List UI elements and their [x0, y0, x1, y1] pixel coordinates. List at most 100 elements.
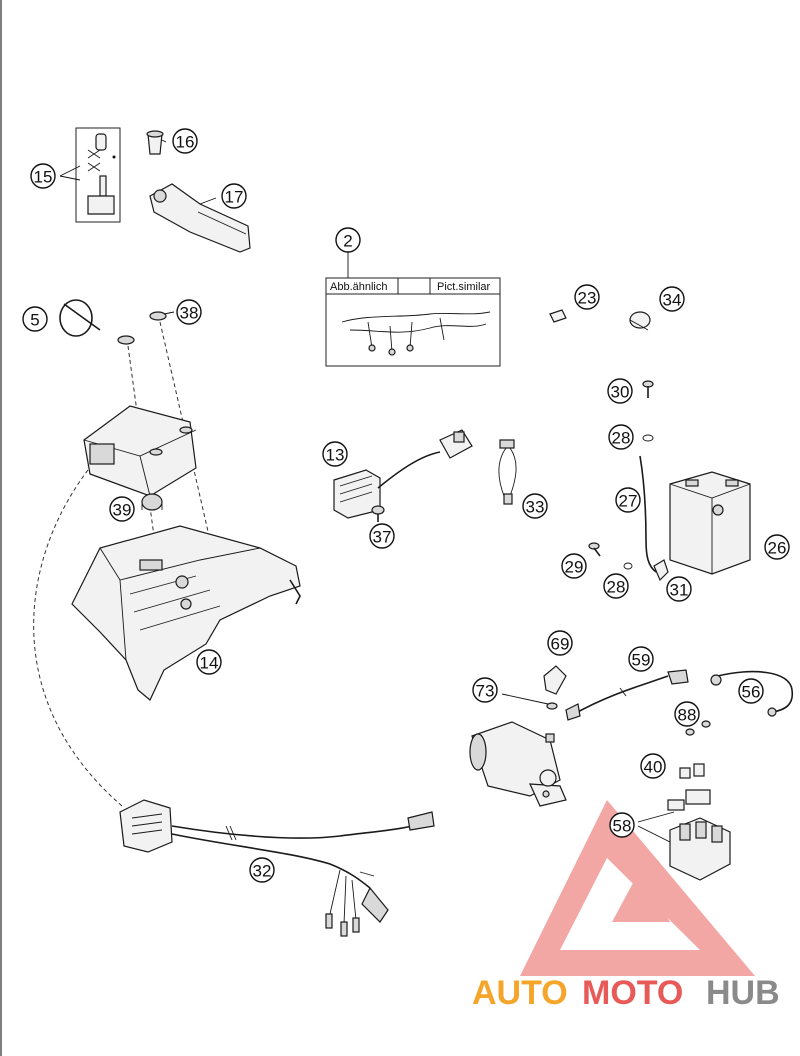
- svg-text:34: 34: [663, 291, 682, 310]
- callout-58[interactable]: 58: [609, 812, 635, 838]
- callout-56[interactable]: 56: [738, 678, 764, 704]
- svg-text:33: 33: [526, 498, 545, 517]
- part-88-screws: [685, 720, 711, 736]
- part-37-screw: [371, 505, 385, 522]
- svg-text:27: 27: [619, 492, 638, 511]
- part-15-dot: [112, 155, 116, 159]
- callout-37[interactable]: 37: [369, 523, 395, 549]
- part-28-washer-top: [642, 434, 654, 442]
- part-14-electrics-bracket: [71, 525, 301, 701]
- svg-text:73: 73: [476, 682, 495, 701]
- harness-label-english: Pict.similar: [437, 281, 491, 293]
- svg-text:30: 30: [611, 383, 630, 402]
- svg-text:16: 16: [176, 133, 195, 152]
- watermark-logo: [520, 800, 755, 976]
- part-73-nut: [501, 693, 558, 710]
- part-33-fuse-holder: [498, 439, 517, 505]
- svg-text:59: 59: [632, 651, 651, 670]
- callout-17[interactable]: 17: [221, 183, 247, 209]
- part-40-fuses: [667, 763, 711, 811]
- watermark-word-hub: HUB: [706, 974, 780, 1012]
- part-56-ground-cable: [710, 670, 794, 717]
- callout-leaders: [59, 139, 217, 315]
- watermark-text: AUTO MOTO HUB: [472, 974, 780, 1012]
- callout-69[interactable]: 69: [547, 630, 573, 656]
- part-15-switch-kit: [75, 127, 121, 223]
- part-15-cap: [95, 133, 107, 151]
- callout-59[interactable]: 59: [628, 646, 654, 672]
- part-58-relay-box: [637, 811, 731, 881]
- callout-28a[interactable]: 28: [608, 424, 634, 450]
- part-23-clip: [549, 309, 567, 323]
- part-29-bolt: [588, 542, 601, 557]
- svg-text:31: 31: [670, 581, 689, 600]
- svg-text:37: 37: [373, 528, 392, 547]
- callout-34[interactable]: 34: [659, 286, 685, 312]
- part-13-voltage-regulator: [333, 429, 473, 519]
- callout-31[interactable]: 31: [666, 576, 692, 602]
- callout-29[interactable]: 29: [561, 553, 587, 579]
- callout-39[interactable]: 39: [109, 496, 135, 522]
- svg-text:38: 38: [180, 304, 199, 323]
- part-15-base: [87, 195, 115, 215]
- part-starter-motor: [469, 721, 567, 807]
- svg-text:39: 39: [113, 501, 132, 520]
- harness-box-frame: [325, 277, 501, 367]
- part-32-wiring-harness: [119, 799, 435, 937]
- callout-14[interactable]: 14: [196, 649, 222, 675]
- callout-30[interactable]: 30: [607, 378, 633, 404]
- callout-28b[interactable]: 28: [603, 573, 629, 599]
- callout-13[interactable]: 13: [322, 441, 348, 467]
- part-39-rubber-damper: [141, 493, 163, 511]
- part-ecu-unit: [83, 405, 197, 497]
- callout-16[interactable]: 16: [172, 128, 198, 154]
- svg-text:28: 28: [612, 429, 631, 448]
- watermark-triangle-core: [612, 870, 670, 922]
- svg-text:5: 5: [30, 311, 39, 330]
- callout-40[interactable]: 40: [640, 753, 666, 779]
- part-16-bushing: [146, 130, 164, 155]
- svg-text:32: 32: [253, 862, 272, 881]
- callout-26[interactable]: 26: [764, 534, 790, 560]
- callouts: 2 5 13 14 15 16 17 23 26 27 28 28 29 30 …: [22, 128, 790, 883]
- watermark-word-auto: AUTO: [472, 974, 568, 1012]
- svg-text:13: 13: [326, 446, 345, 465]
- part-59-starter-cable: [565, 669, 689, 721]
- part-17-lever: [149, 183, 251, 253]
- svg-text:88: 88: [678, 706, 697, 725]
- part-27-battery-cable: [639, 455, 657, 573]
- part-5-cable-tie: [59, 299, 101, 337]
- callout-23[interactable]: 23: [574, 284, 600, 310]
- part-26-battery: [669, 471, 751, 575]
- part-30-bolt: [642, 380, 654, 398]
- part-28-washer-bottom: [623, 562, 633, 570]
- svg-text:69: 69: [551, 635, 570, 654]
- svg-text:2: 2: [343, 232, 352, 251]
- callout-88[interactable]: 88: [674, 701, 700, 727]
- watermark-word-moto: MOTO: [582, 974, 683, 1012]
- callout-73[interactable]: 73: [472, 677, 498, 703]
- callout-38[interactable]: 38: [176, 299, 202, 325]
- callout-15[interactable]: 15: [30, 163, 56, 189]
- svg-text:15: 15: [34, 168, 53, 187]
- part-34-clamp: [629, 311, 651, 331]
- part-69-terminal-boot: [543, 665, 567, 695]
- svg-text:23: 23: [578, 289, 597, 308]
- callout-33[interactable]: 33: [522, 493, 548, 519]
- callout-27[interactable]: 27: [615, 487, 641, 513]
- svg-text:58: 58: [613, 817, 632, 836]
- callout-32[interactable]: 32: [249, 857, 275, 883]
- svg-text:29: 29: [565, 558, 584, 577]
- svg-text:56: 56: [742, 683, 761, 702]
- part-2-main-harness-box: Abb.ähnlich Pict.similar: [325, 252, 501, 367]
- svg-text:40: 40: [644, 758, 663, 777]
- part-31-terminal-cap: [653, 559, 669, 582]
- part-15-spring: [87, 149, 101, 172]
- harness-label-german: Abb.ähnlich: [330, 281, 388, 293]
- part-15-pin: [99, 175, 107, 197]
- svg-text:28: 28: [607, 578, 626, 597]
- svg-text:17: 17: [225, 188, 244, 207]
- callout-5[interactable]: 5: [22, 306, 48, 332]
- callout-2[interactable]: 2: [335, 227, 361, 253]
